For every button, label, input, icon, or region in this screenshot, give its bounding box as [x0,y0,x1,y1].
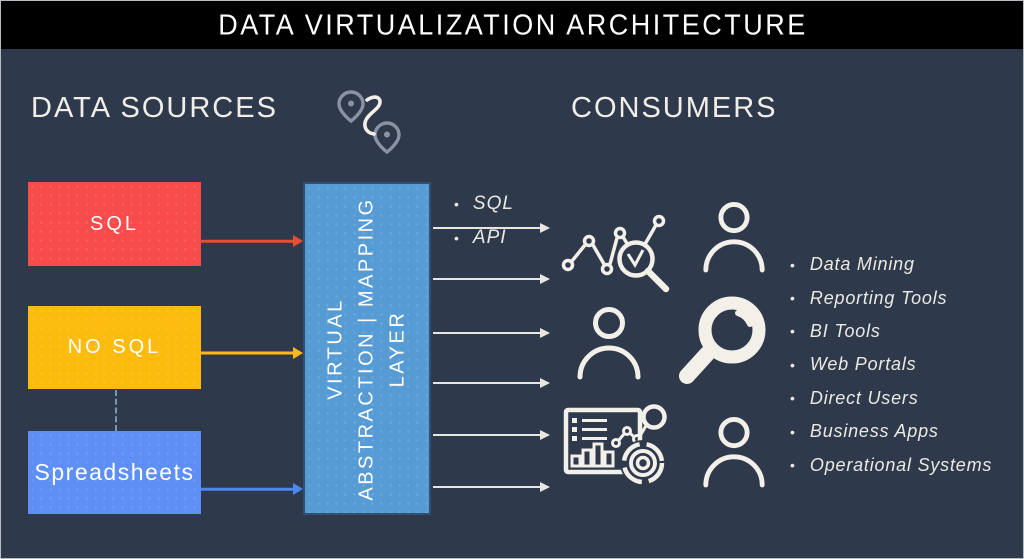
page-title: DATA VIRTUALIZATION ARCHITECTURE [218,8,808,41]
arrow-nosql-to-layer [201,345,303,361]
arrow-shaft [433,434,540,436]
output-label-api: • API [454,227,507,249]
arrow-head [293,347,303,359]
arrow-shaft [201,351,294,355]
arrow-shaft [433,382,540,384]
arrow-layer-to-consumer-2 [433,271,550,287]
data-sources-heading: DATA SOURCES [31,92,278,124]
arrow-shaft [433,227,540,229]
arrow-head [293,483,303,495]
bullet-icon: • [790,290,795,307]
output-label-sql: • SQL [454,193,514,215]
dashed-connector-line [115,390,117,431]
list-item-label: BI Tools [809,320,881,341]
bullet-icon: • [790,356,795,373]
dashboard-report-icon [559,397,673,491]
source-box-spreadsheets: Spreadsheets [28,431,201,514]
list-item: • Web Portals [790,348,992,381]
arrow-head [540,482,550,492]
source-box-sql: SQL [28,182,201,266]
bullet-icon: • [790,457,795,474]
arrow-shaft [433,278,540,280]
title-bar: DATA VIRTUALIZATION ARCHITECTURE [1,1,1023,49]
arrow-head [293,235,303,247]
consumers-list: •Data Mining •Reporting Tools •BI Tools … [790,248,992,482]
arrow-head [540,223,550,233]
arrow-shaft [201,239,294,243]
source-box-sql-label: SQL [89,212,140,235]
consumers-heading: CONSUMERS [571,92,778,124]
user-icon [699,413,769,489]
list-item-label: Web Portals [809,354,917,375]
arrow-layer-to-consumer-3 [433,325,550,341]
bullet-icon: • [454,196,459,212]
list-item-label: Data Mining [809,254,915,275]
arrow-spreadsheets-to-layer [201,481,303,497]
layer-label-line: VIRTUAL [324,297,347,400]
analytics-chart-magnifier-icon [558,199,682,297]
arrow-layer-to-consumer-4 [433,375,550,391]
list-item-label: Reporting Tools [809,287,948,308]
source-box-spreadsheets-label: Spreadsheets [34,459,195,485]
arrow-shaft [433,486,540,488]
arrow-layer-to-consumer-5 [433,427,550,443]
list-item: • Reporting Tools [790,281,992,314]
list-item: • Operational Systems [790,448,992,481]
arrow-shaft [201,487,294,491]
bullet-icon: • [790,390,795,407]
bullet-icon: • [790,256,795,273]
source-box-nosql: NO SQL [28,306,201,389]
user-icon [573,303,645,381]
arrow-layer-to-consumer-6 [433,479,550,495]
arrow-sql-to-layer [201,233,303,249]
bullet-icon: • [790,323,795,340]
arrow-head [540,378,550,388]
layer-label-line: LAYER [386,310,409,387]
list-item: • BI Tools [790,315,992,348]
list-item-label: Direct Users [809,387,919,408]
bullet-icon: • [454,230,459,246]
list-item-label: Business Apps [809,421,939,442]
list-item-label: Operational Systems [809,454,993,475]
list-item: • Data Mining [790,248,992,281]
magnifier-icon [677,293,771,390]
output-label-api-text: API [472,227,507,248]
source-box-nosql-label: NO SQL [67,336,162,358]
user-icon [699,198,769,274]
list-item: • Direct Users [790,382,992,415]
arrow-head [540,328,550,338]
virtual-abstraction-layer-label: VIRTUAL ABSTRACTION | MAPPING LAYER [321,184,414,514]
arrow-head [540,274,550,284]
route-pins-icon [334,87,404,155]
list-item: • Business Apps [790,415,992,448]
arrow-shaft [433,332,540,334]
layer-label-line: ABSTRACTION | MAPPING [355,196,378,501]
bullet-icon: • [790,423,795,440]
virtual-abstraction-layer-box: VIRTUAL ABSTRACTION | MAPPING LAYER [303,182,431,515]
arrow-layer-to-consumer-1 [433,220,550,236]
output-label-sql-text: SQL [472,193,514,214]
arrow-head [540,430,550,440]
